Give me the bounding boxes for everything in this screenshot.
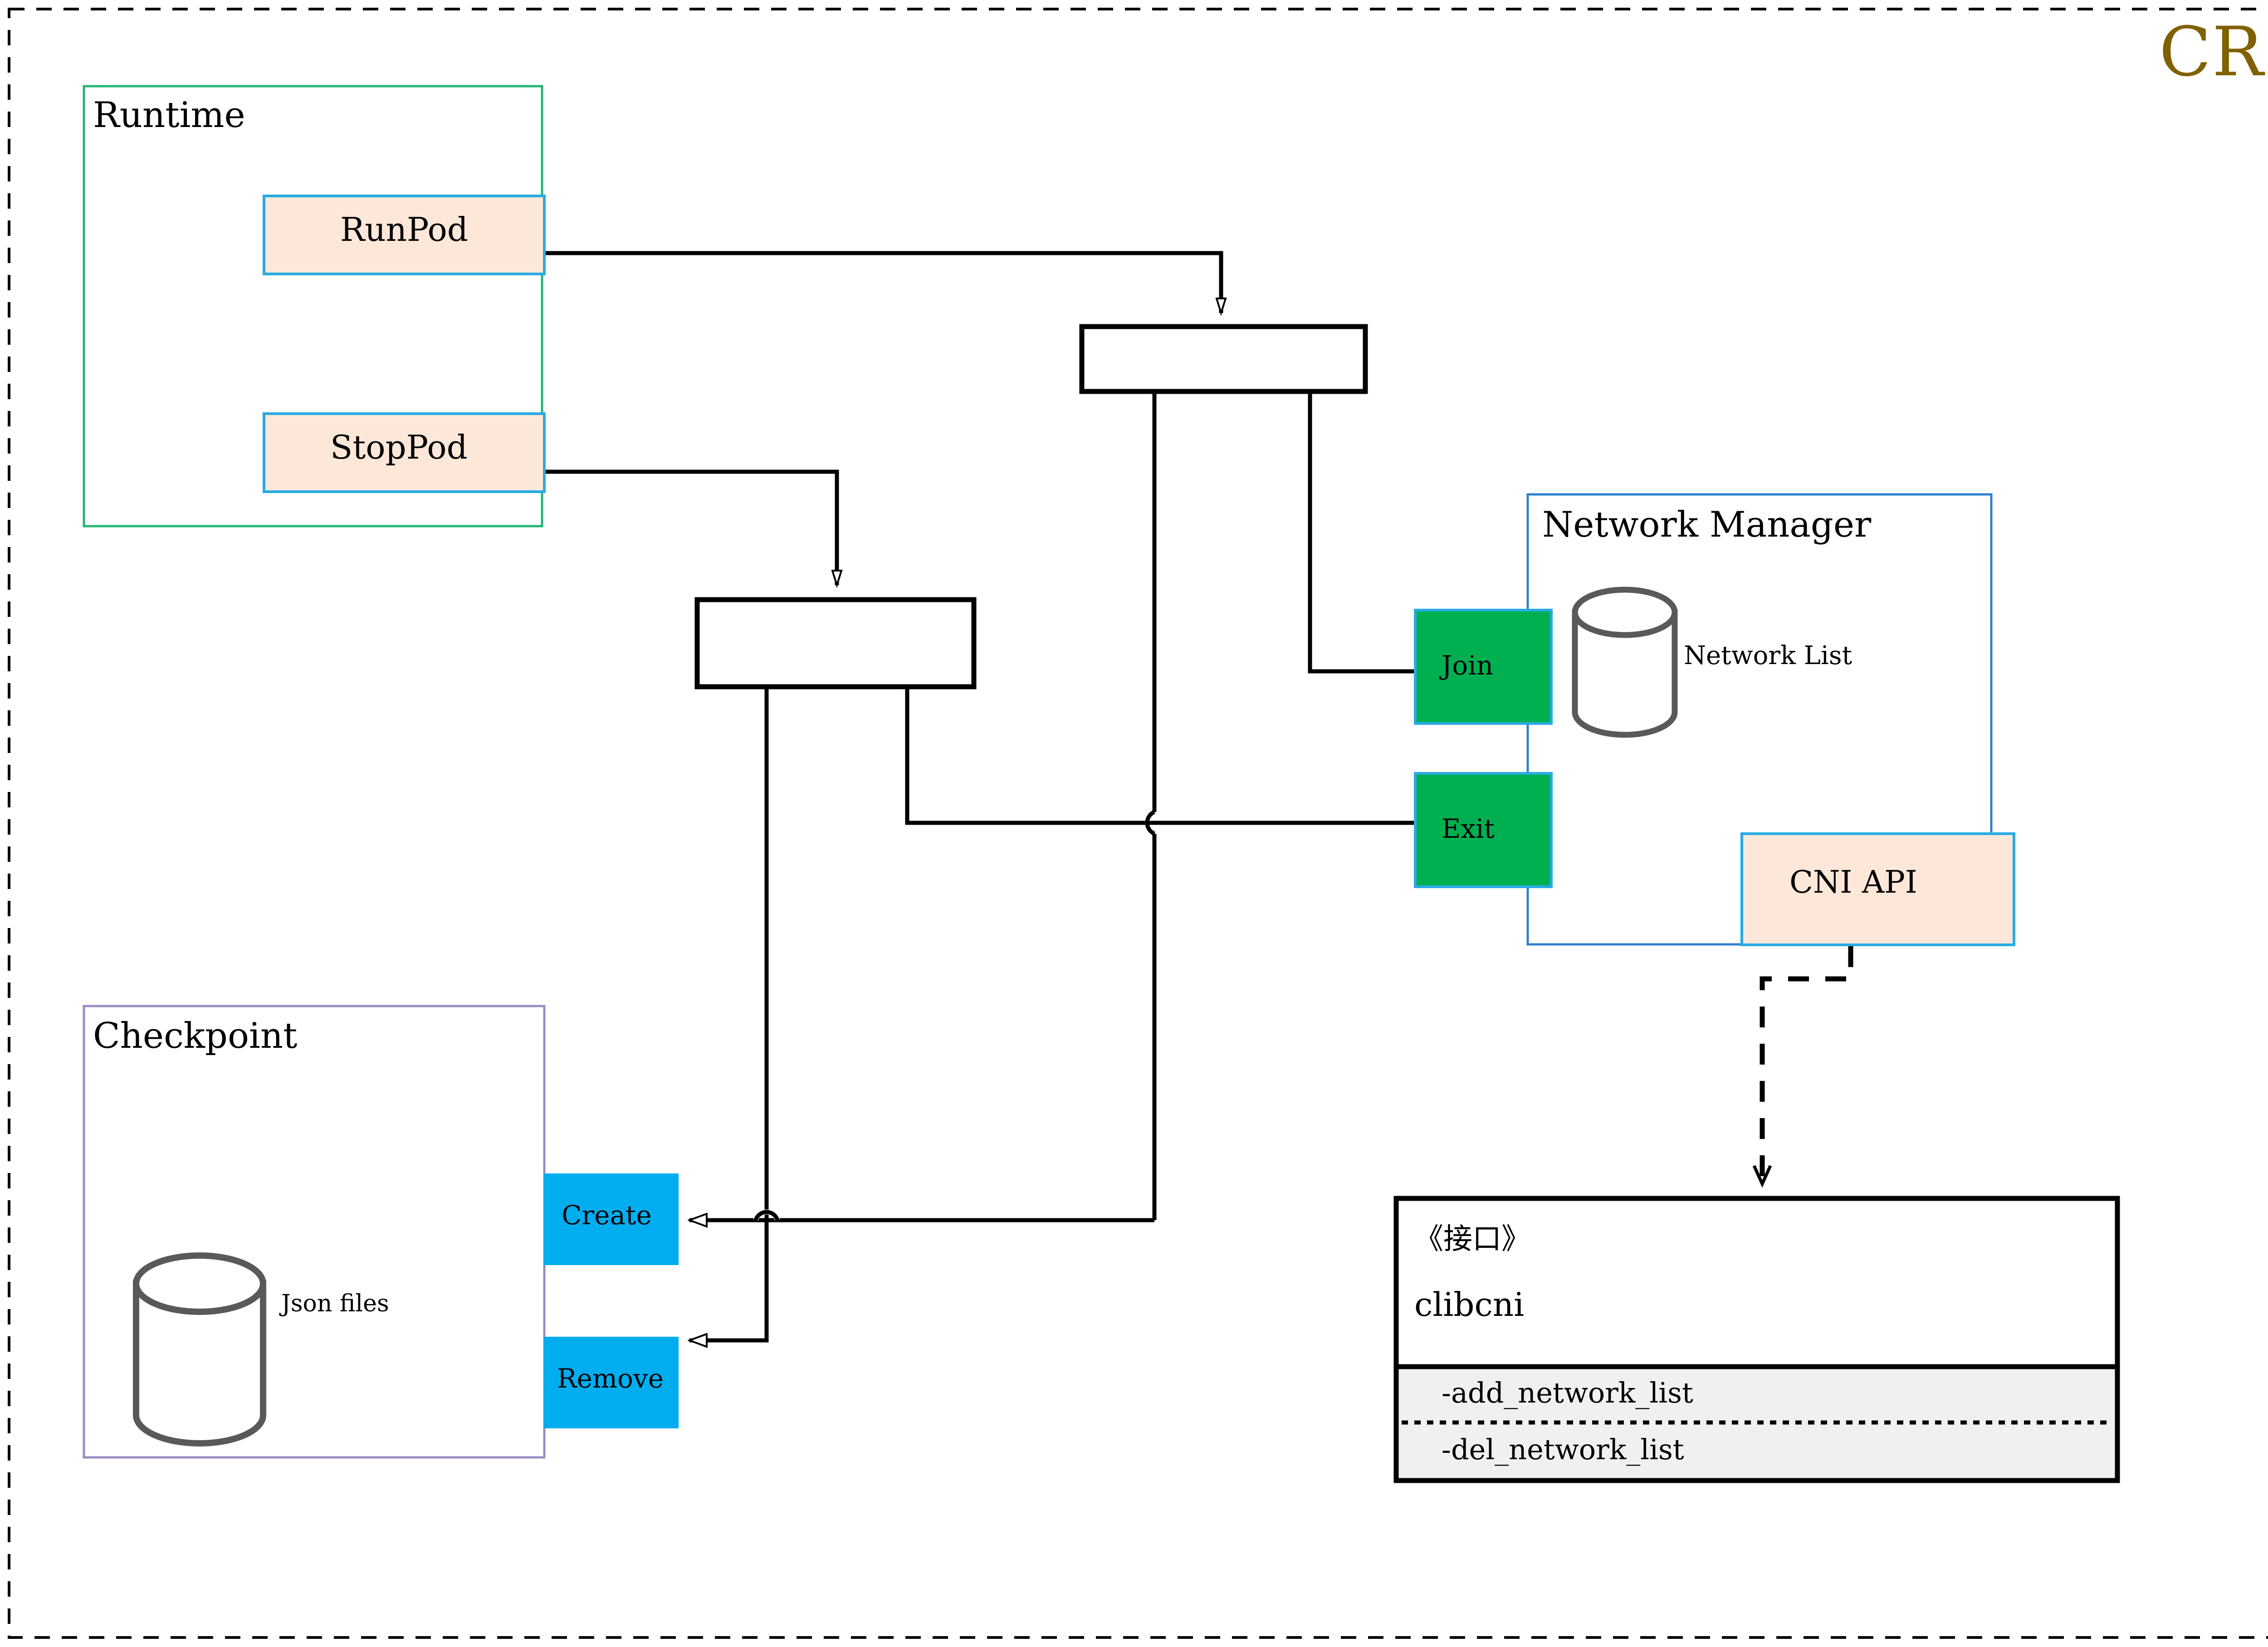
network-list-cylinder-icon [1572,586,1678,738]
fork-bar-stoppod [694,597,977,689]
edge-fork2-to-remove [689,686,769,1340]
join-box [1414,609,1553,725]
edge-runpod-to-fork1 [544,251,1221,313]
cni-api-box [1740,832,2015,946]
remove-box [544,1337,679,1428]
checkpoint-cylinder-icon [133,1252,266,1447]
line-hop-create-arc [753,1210,780,1221]
edge-stoppod-to-fork2 [544,469,837,585]
outer-frame [8,8,2268,1639]
runpod-box [263,195,546,275]
edge-cniapi-to-clibcni [1752,946,1853,1188]
exit-box [1414,772,1553,888]
fork-bar-runpod [1079,324,1368,394]
create-box [544,1173,679,1265]
stoppod-box [263,412,546,493]
edge-fork2-to-exit [905,686,1488,823]
